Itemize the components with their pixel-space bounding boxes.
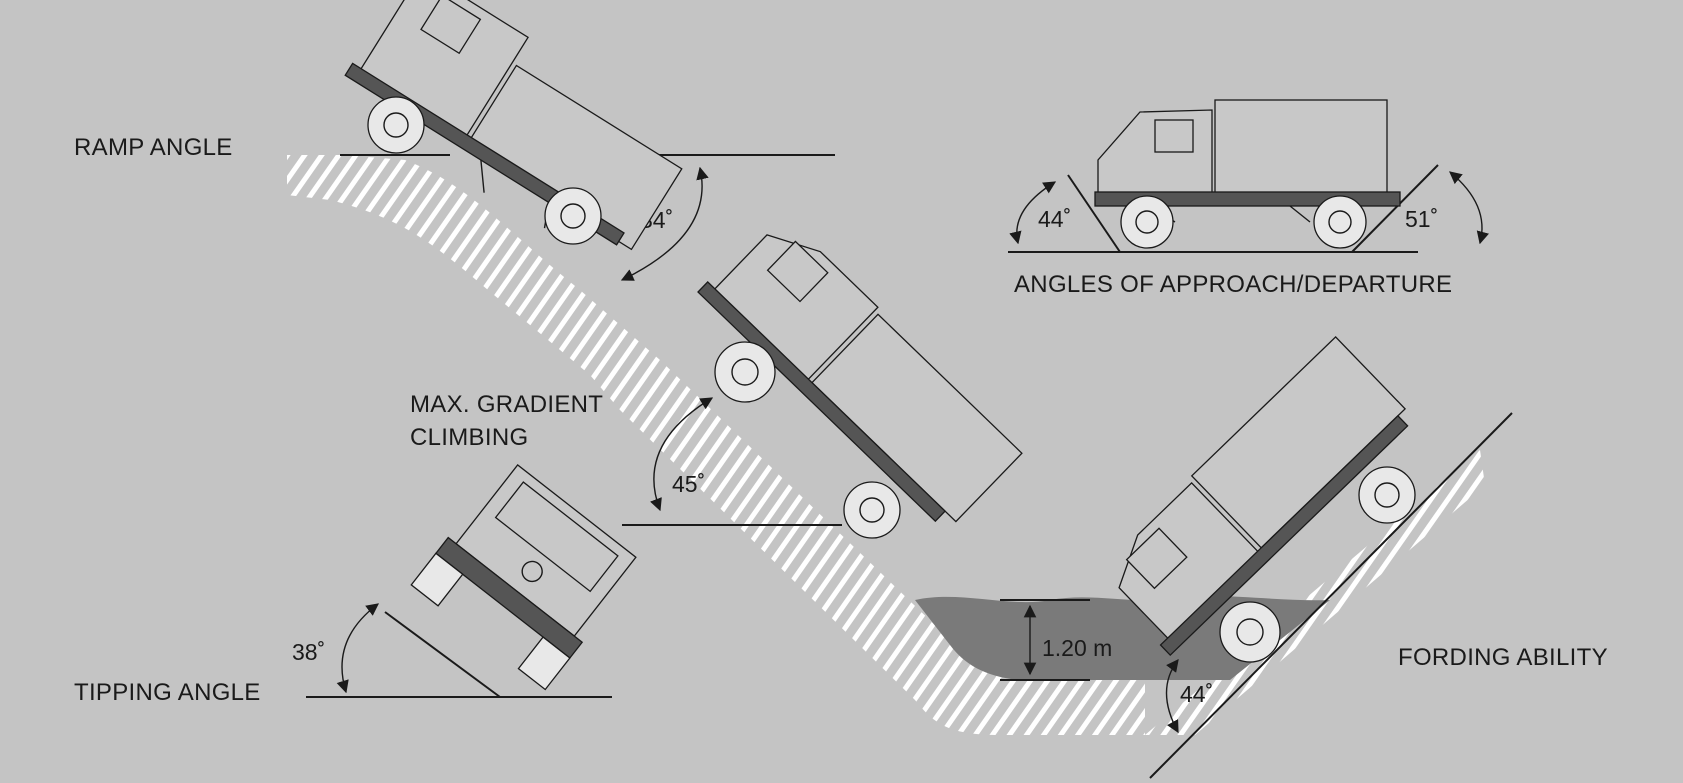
truck-fording-illustration <box>1118 336 1409 657</box>
fording-angle-arc <box>1165 658 1179 734</box>
approach-departure-label: ANGLES OF APPROACH/DEPARTURE <box>1014 271 1452 298</box>
tipping-slope-line <box>384 611 501 698</box>
truck-gradient-front-wheel <box>714 341 776 403</box>
truck-fording-front-wheel <box>1219 601 1281 663</box>
approach-angle-value: 44˚ <box>1038 206 1071 232</box>
fording-ability-label: FORDING ABILITY <box>1398 644 1608 671</box>
truck-gradient-rear-wheel <box>843 481 901 539</box>
gradient-label-line2: CLIMBING <box>410 424 528 451</box>
ramp-angle-arc <box>620 166 709 281</box>
departure-angle-line <box>1351 164 1439 253</box>
truck-gradient-illustration <box>697 234 1023 523</box>
departure-angle-arc <box>1449 171 1489 245</box>
departure-angle-value: 51˚ <box>1405 206 1438 232</box>
gradient-angle-arc <box>650 397 714 512</box>
tipping-angle-label: TIPPING ANGLE <box>74 679 261 706</box>
fording-slope-line <box>1149 412 1513 779</box>
truck-ramp-front-wheel <box>367 96 425 154</box>
truck-fording-rear-wheel <box>1358 466 1416 524</box>
terrain-hatch-band <box>287 155 1145 735</box>
truck-approach-front-wheel <box>1120 195 1174 249</box>
truck-approach-rear-wheel <box>1313 195 1367 249</box>
gradient-label-line1: MAX. GRADIENT <box>410 391 603 418</box>
truck-ramp-rear-wheel <box>544 187 602 245</box>
approach-angle-arc <box>1009 181 1057 245</box>
fording-depth-value: 1.20 m <box>1042 635 1112 661</box>
tipping-angle-value: 38˚ <box>292 639 325 665</box>
fording-angle-value: 44˚ <box>1180 681 1213 707</box>
tipping-angle-arc <box>336 603 380 694</box>
truck-tipping-illustration <box>410 464 637 691</box>
approach-angle-line <box>1067 174 1121 253</box>
ramp-angle-label: RAMP ANGLE <box>74 134 233 161</box>
gradient-angle-value: 45˚ <box>672 471 705 497</box>
